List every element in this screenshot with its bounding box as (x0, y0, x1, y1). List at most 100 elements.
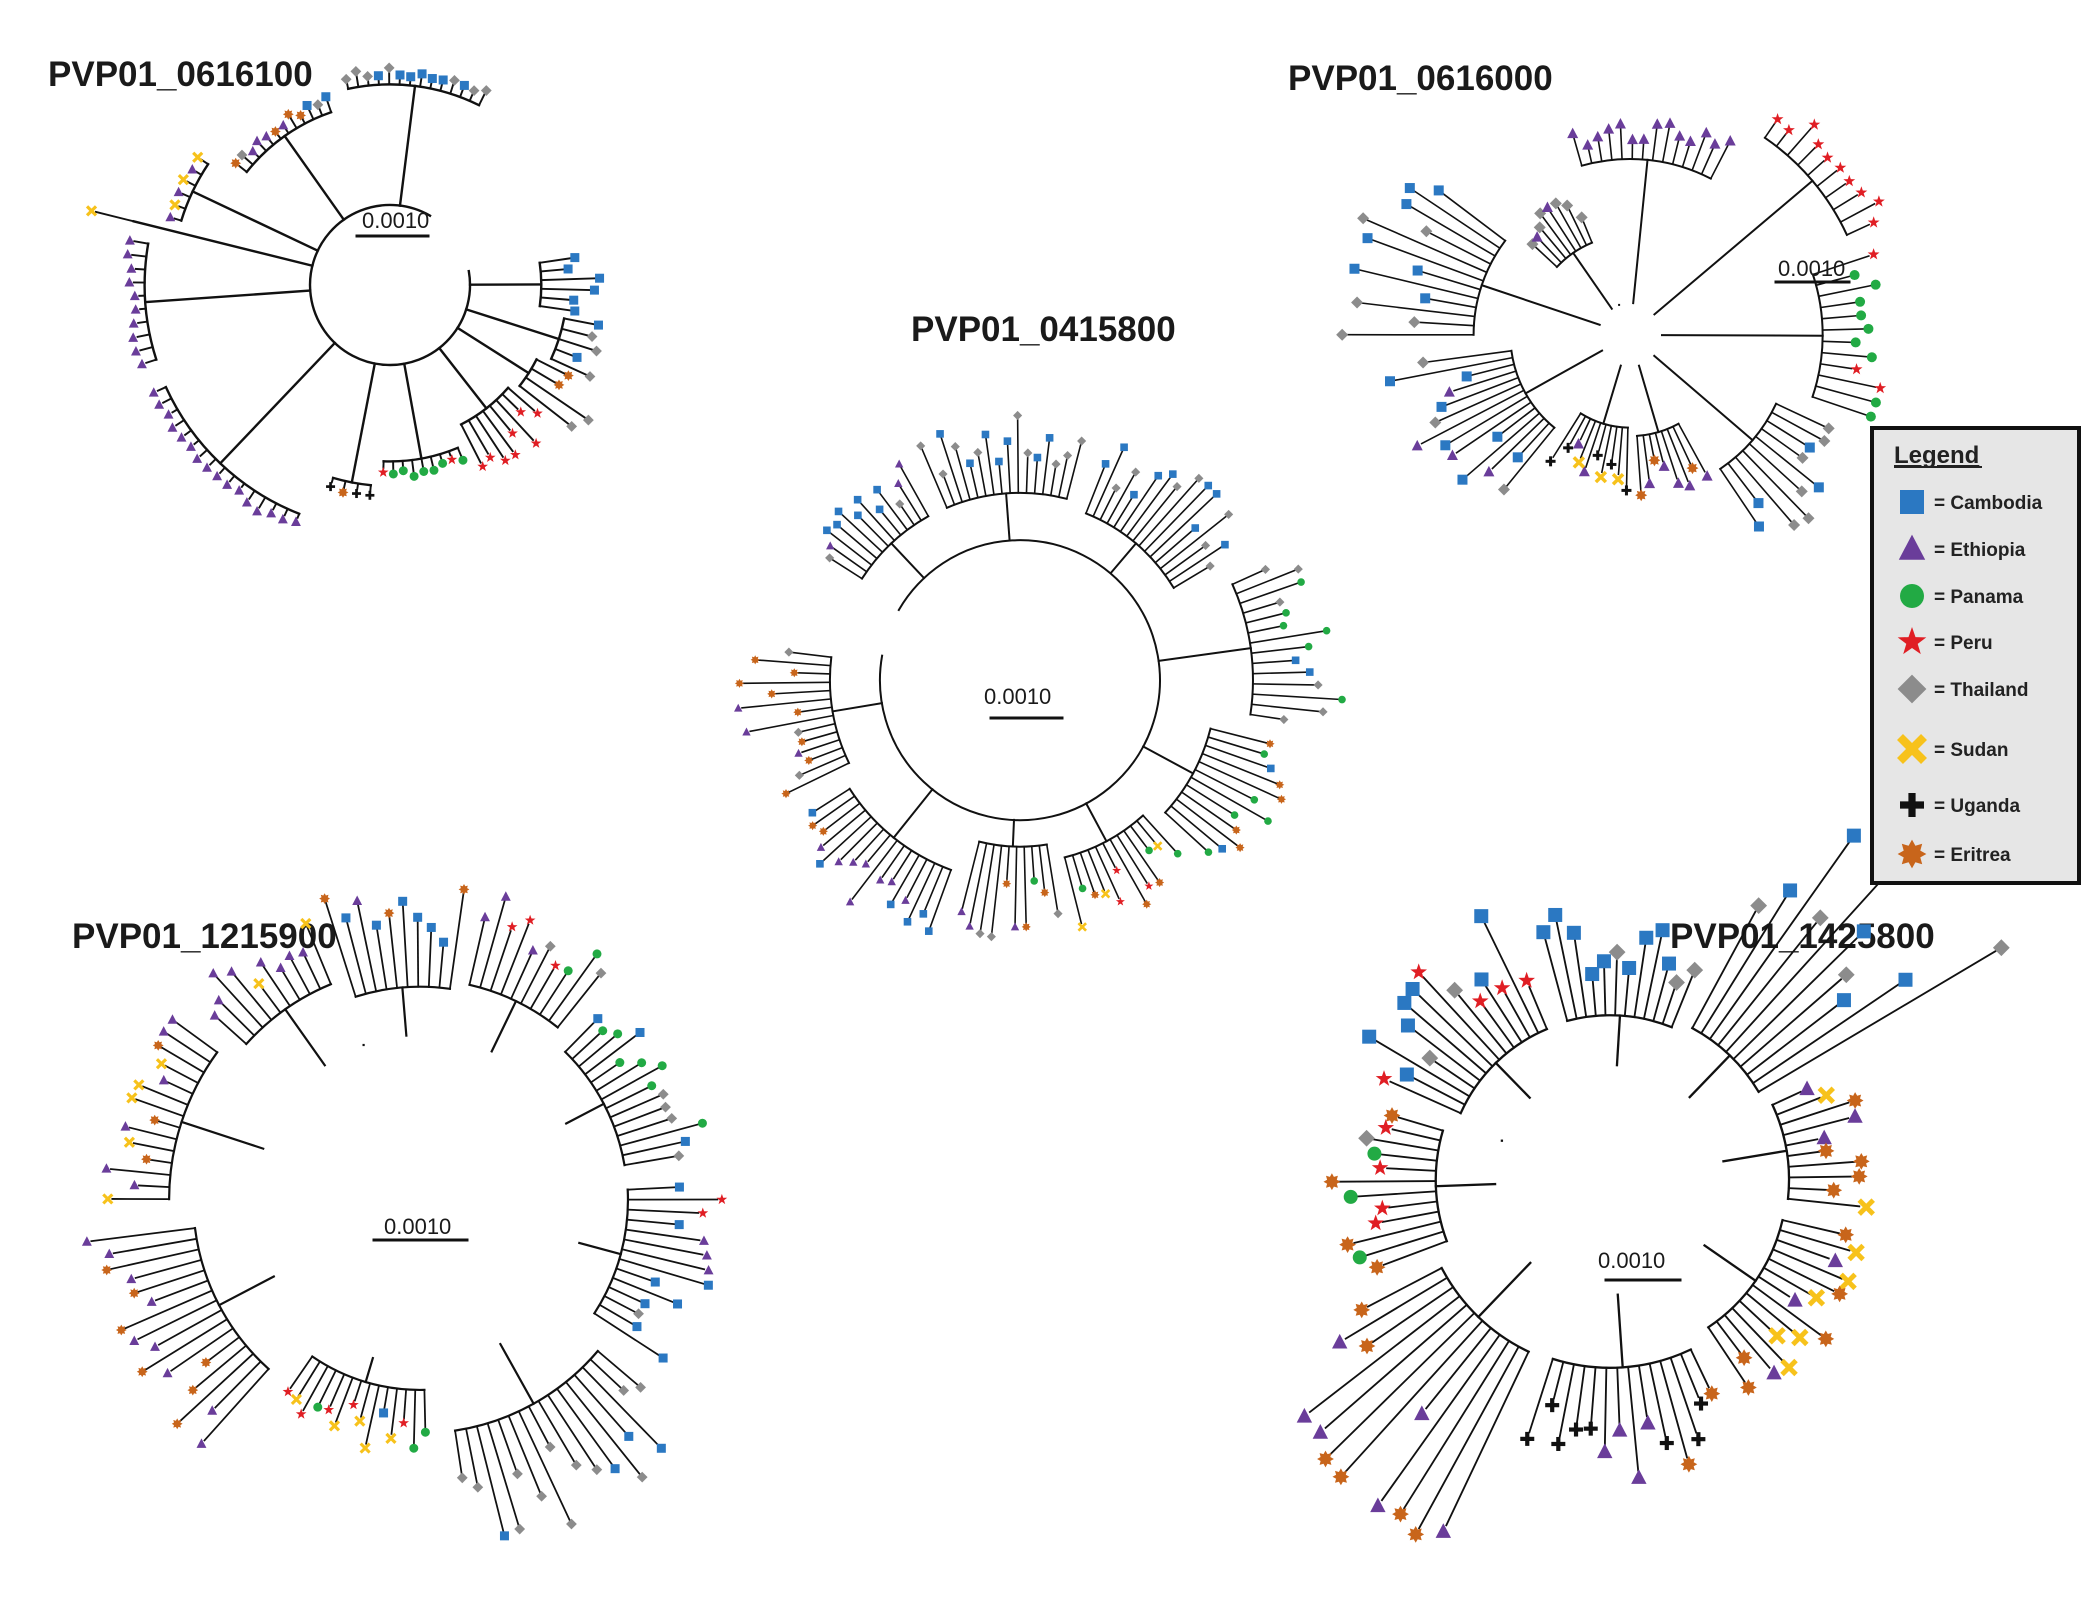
tip-marker-ethiopia (1631, 1469, 1647, 1484)
tip-marker-eritrea (1648, 454, 1661, 467)
tree-branch (1106, 474, 1135, 525)
tree-branch (1787, 1187, 1828, 1191)
tree-branch (1041, 440, 1051, 496)
tree-branch (623, 1238, 704, 1256)
tip-marker-eritrea (1407, 1526, 1425, 1543)
tree-branch (276, 133, 283, 141)
tip-marker-ethiopia (845, 897, 855, 906)
tree-branch (998, 464, 1003, 495)
tip-marker-uganda (1563, 442, 1574, 453)
tree-branch (439, 83, 444, 92)
tip-marker-ethiopia (209, 1010, 220, 1020)
tree-branch (271, 502, 278, 511)
tree-branch (593, 1312, 661, 1357)
tree-branch (1520, 422, 1551, 455)
tree-branch (283, 507, 289, 517)
tree-branch (112, 1237, 198, 1255)
tree-branch (308, 203, 472, 367)
tree-branch (1465, 412, 1541, 478)
tip-marker-thailand (1822, 422, 1835, 435)
tip-marker-thailand (1549, 197, 1562, 210)
tip-marker-panama (637, 1058, 647, 1068)
tip-marker-eritrea (295, 110, 306, 121)
tip-marker-uganda (1691, 1432, 1706, 1447)
tree-branch (1690, 1026, 1761, 1094)
tree-branch (1308, 1294, 1461, 1414)
tree-branch (1839, 202, 1876, 224)
tip-marker-uganda (1545, 456, 1556, 467)
tree-branch (1786, 1197, 1861, 1208)
tip-marker-eritrea (1837, 1226, 1855, 1244)
tip-marker-thailand (1336, 328, 1349, 341)
tip-marker-sudan (1152, 841, 1163, 851)
tree-branch (474, 414, 505, 459)
tip-marker-thailand (1224, 509, 1234, 519)
tip-marker-cambodia (703, 1280, 713, 1290)
tree-branch (529, 968, 555, 1011)
tree-branch (825, 802, 861, 831)
tree-branch (800, 706, 833, 713)
tree-branch (1412, 1028, 1482, 1082)
tree-branch (297, 1360, 322, 1397)
tree-branch (1814, 385, 1873, 403)
tip-marker-panama (313, 1402, 323, 1412)
tip-marker-sudan (177, 174, 189, 186)
tree-branch (1677, 422, 1706, 473)
tip-marker-eritrea (808, 821, 818, 831)
tree-branch (1084, 802, 1108, 843)
tip-marker-thailand (582, 414, 594, 426)
tree-branch (564, 1102, 606, 1125)
tree-branch (1652, 969, 1669, 1023)
tree-branch (1781, 1219, 1840, 1235)
tip-marker-thailand (1429, 416, 1442, 429)
tip-marker-cambodia (1783, 883, 1798, 898)
tree-branch (458, 88, 465, 99)
tip-marker-cambodia (981, 430, 990, 439)
tree-branch (1555, 241, 1594, 269)
tip-marker-thailand (1802, 512, 1815, 525)
tip-marker-peru (1821, 151, 1834, 163)
tip-marker-thailand (1421, 1049, 1439, 1067)
tip-marker-thailand (1260, 564, 1271, 574)
tree-branch (1168, 545, 1223, 583)
tip-marker-cambodia (302, 100, 312, 110)
tree-branch (1457, 994, 1508, 1055)
tree-branch (1821, 328, 1865, 331)
tip-marker-sudan (1077, 922, 1087, 932)
tree-branch (1409, 205, 1497, 258)
tree-branch (1611, 425, 1618, 461)
tree-branches (85, 62, 605, 526)
tip-marker-sudan (1768, 1327, 1786, 1345)
tree-branch (538, 305, 572, 312)
tree-branch (1135, 819, 1157, 845)
tip-marker-uganda (1694, 1396, 1709, 1411)
tree-branch (1573, 938, 1588, 1019)
tree-branch (500, 392, 519, 411)
tip-marker-ethiopia (252, 505, 263, 516)
tree-branch (530, 367, 557, 384)
tip-marker-ethiopia (1541, 201, 1553, 213)
tip-marker-ethiopia (527, 945, 538, 955)
tree-branch (1016, 418, 1020, 494)
tree-branch (623, 1155, 676, 1167)
tree-branch (1815, 169, 1838, 188)
tree-branch (318, 1369, 338, 1405)
scale-bar: 0.0010 (1598, 1248, 1682, 1282)
tip-marker-eritrea (1852, 1153, 1870, 1170)
tip-marker-panama (409, 471, 419, 481)
tip-marker-peru (295, 1408, 307, 1419)
tip-marker-panama (419, 466, 429, 476)
tree-branch (145, 358, 158, 365)
tree-branch (128, 1126, 178, 1141)
tip-marker-thailand (1408, 316, 1421, 329)
tree-branch (1386, 1167, 1437, 1172)
tip-marker-eritrea (1392, 1505, 1409, 1523)
tree-branch (179, 1352, 255, 1422)
tree-branch (144, 1318, 229, 1371)
tree-branch (1775, 1238, 1830, 1260)
tree-branch (1005, 492, 1011, 542)
tip-marker-ethiopia (104, 1248, 115, 1259)
tree-branch (498, 1342, 536, 1406)
tree-branch (244, 156, 255, 166)
tree-branch (955, 449, 971, 501)
